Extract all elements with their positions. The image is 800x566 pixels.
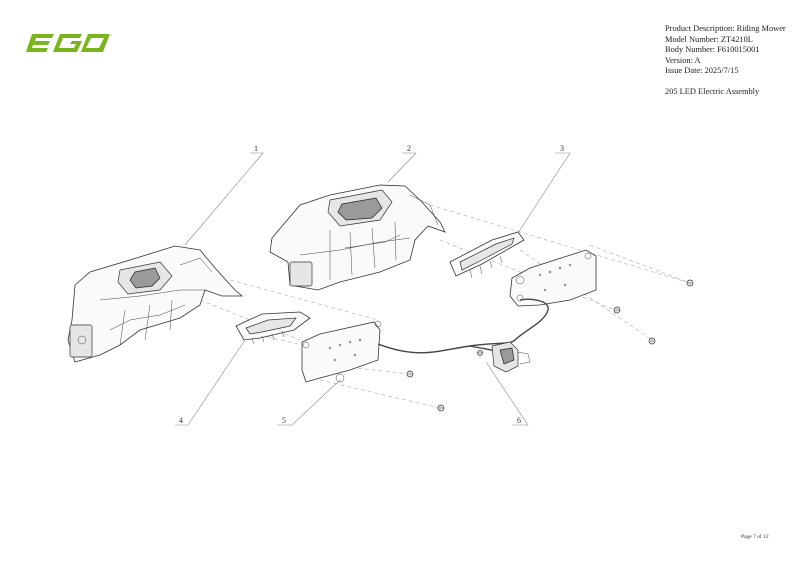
screw xyxy=(406,370,414,378)
product-description: Product Description: Riding Mower xyxy=(665,24,786,33)
callout-4: 4 xyxy=(179,416,183,425)
ego-logo: ™ xyxy=(26,34,112,52)
screw xyxy=(648,337,656,345)
callout-3: 3 xyxy=(560,144,564,153)
screws xyxy=(406,279,694,412)
assembly-title: 205 LED Electric Assembly xyxy=(665,86,760,96)
callout-1: 1 xyxy=(254,144,258,153)
callout-5: 5 xyxy=(282,416,286,425)
body-number: Body Number: F610015001 xyxy=(665,45,760,55)
callout-leaders xyxy=(175,152,571,426)
part-1-left-headlight-housing xyxy=(67,245,244,363)
right-led-mount-plate xyxy=(509,249,597,307)
screw xyxy=(613,306,621,314)
part-5-left-led-mount-plate xyxy=(301,320,382,383)
callout-numbers: 1 2 3 4 5 6 xyxy=(179,144,564,425)
page-number: Page 7 of 12 xyxy=(741,534,769,540)
part-3-right-led-lens xyxy=(449,231,525,279)
screw xyxy=(686,279,694,287)
part-4-left-led-lens xyxy=(235,311,311,345)
product-info: Product Description: Riding Mower Model … xyxy=(665,24,786,98)
model-number: Model Number: ZT4210L xyxy=(665,34,753,44)
version: Version: A xyxy=(665,55,701,65)
svg-text:™: ™ xyxy=(110,34,112,38)
part-2-right-headlight-housing xyxy=(269,184,446,291)
callout-6: 6 xyxy=(517,416,521,425)
part-6-wiring-harness xyxy=(377,298,549,373)
callout-2: 2 xyxy=(407,144,411,153)
screw xyxy=(477,350,483,356)
assembly-guide-lines xyxy=(199,204,691,409)
screw xyxy=(437,404,445,412)
issue-date: Issue Date: 2025/7/15 xyxy=(665,66,739,76)
